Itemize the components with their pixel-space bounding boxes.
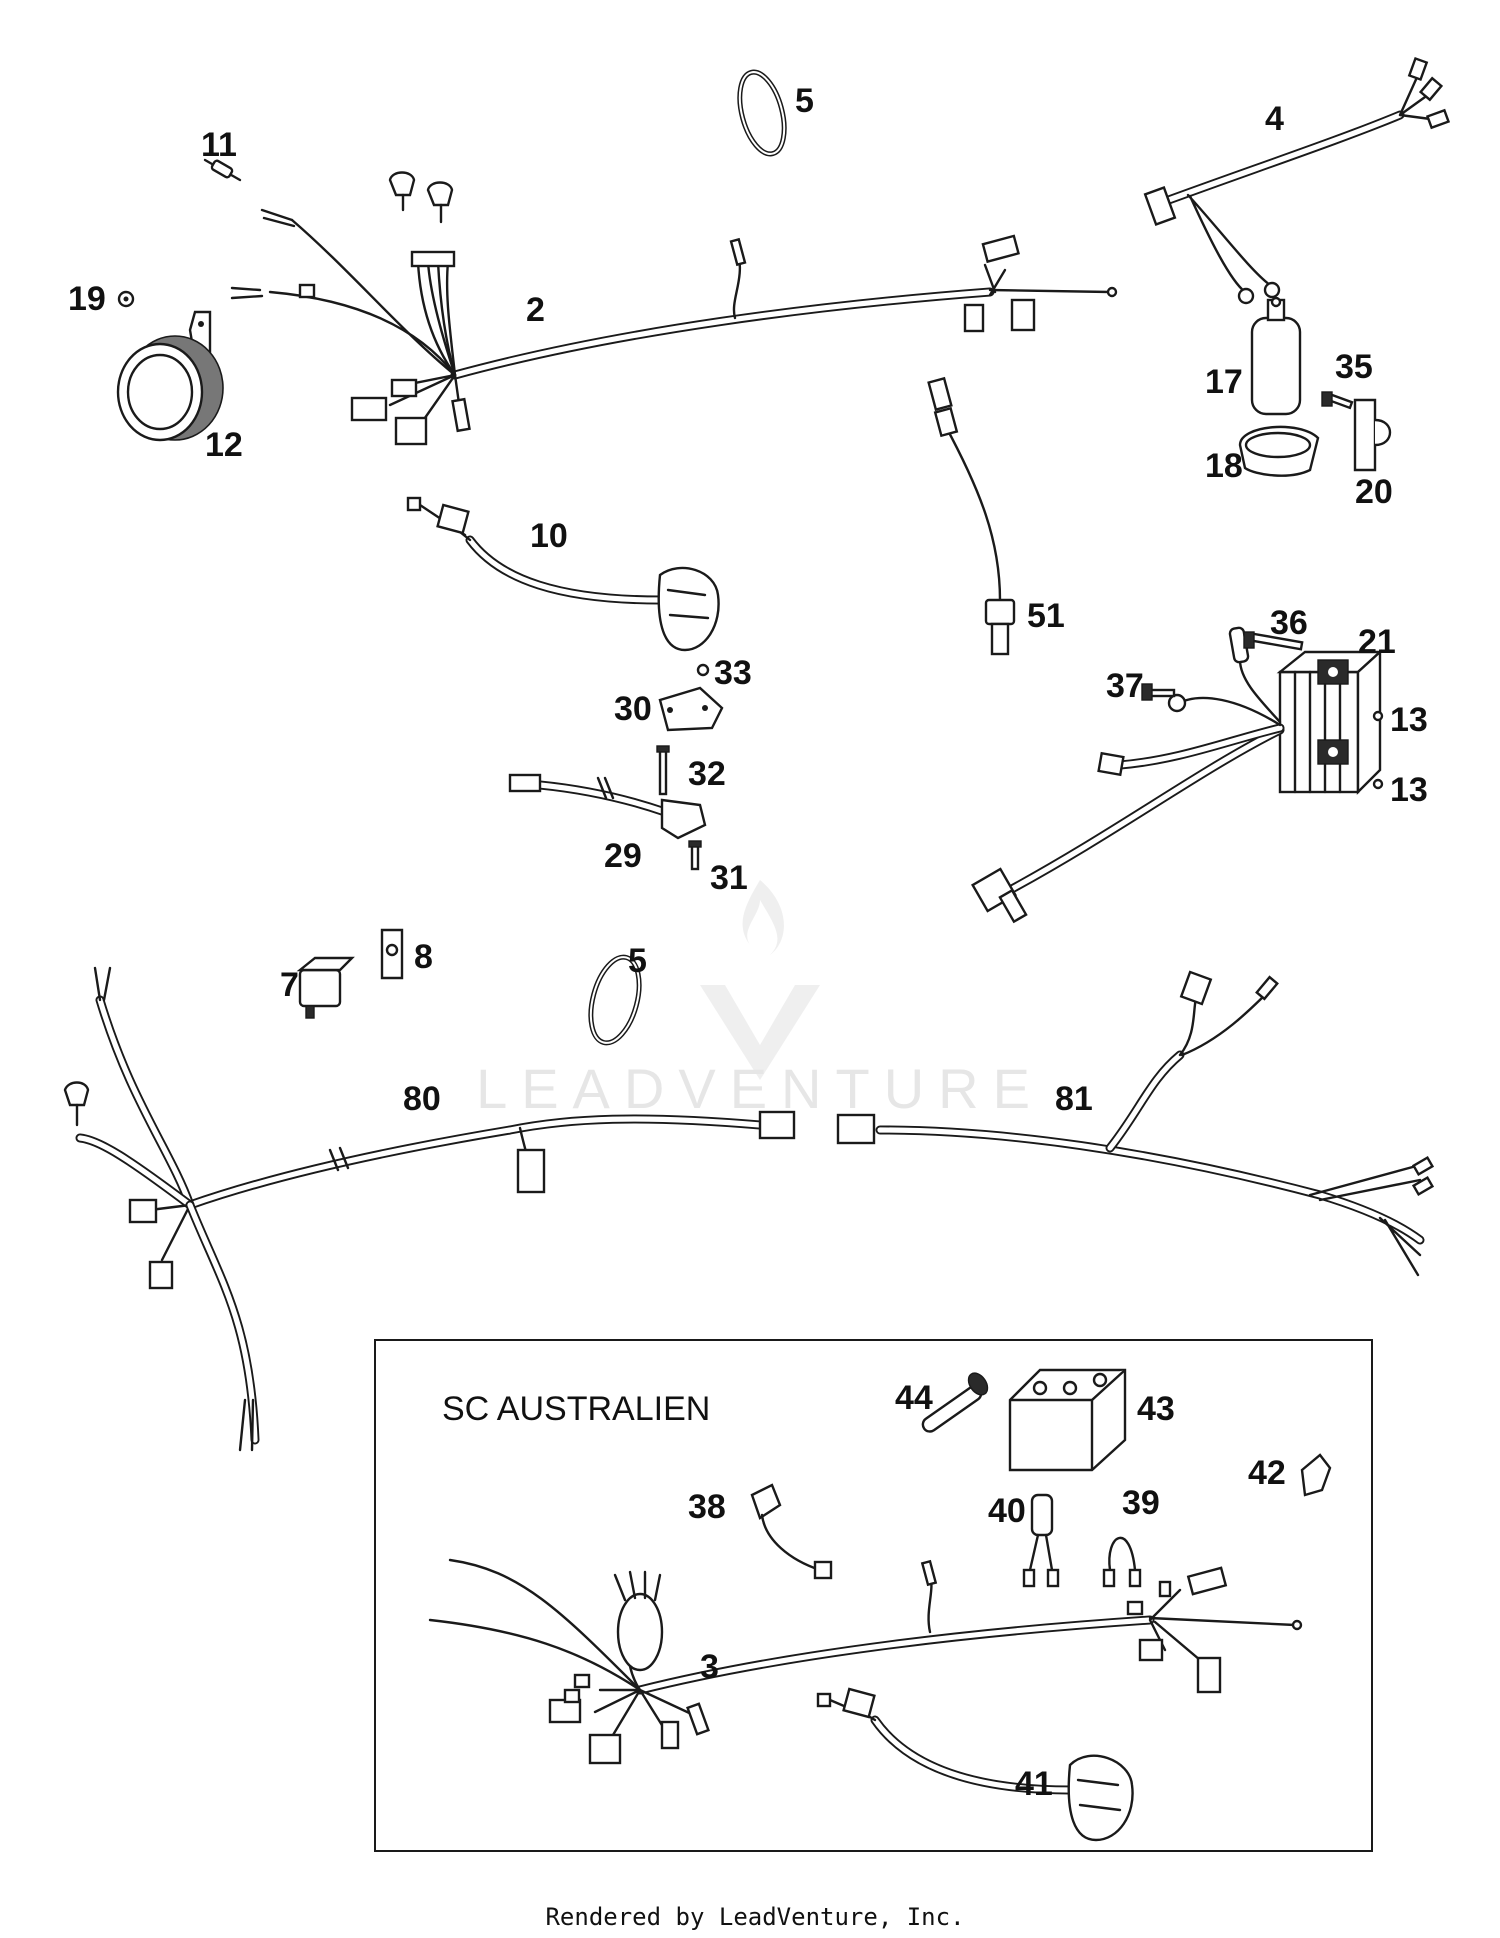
callout-32: 32 bbox=[688, 755, 726, 793]
screw-37 bbox=[1141, 683, 1176, 701]
handlebar-switch-10 bbox=[406, 496, 720, 652]
callout-18: 18 bbox=[1205, 447, 1243, 485]
callout-80: 80 bbox=[403, 1080, 441, 1118]
render-credit: Rendered by LeadVenture, Inc. bbox=[545, 1903, 964, 1931]
switch-bracket bbox=[658, 686, 724, 732]
screw-35 bbox=[1321, 391, 1354, 410]
handlebar-switch-41 bbox=[816, 1687, 1134, 1842]
relay-42 bbox=[1300, 1453, 1332, 1497]
callout-21: 21 bbox=[1358, 623, 1396, 661]
callout-41: 41 bbox=[1015, 1765, 1053, 1803]
watermark-text: LEADVENTURE bbox=[476, 1057, 1044, 1120]
cable-tie-middle bbox=[588, 954, 642, 1046]
callout-3: 3 bbox=[700, 1648, 719, 1686]
nut-13a bbox=[1372, 710, 1384, 722]
callout-38: 38 bbox=[688, 1488, 726, 1526]
washer bbox=[117, 290, 135, 308]
callout-19: 19 bbox=[68, 280, 106, 318]
callout-5-top: 5 bbox=[795, 82, 814, 120]
bracket-20 bbox=[1353, 398, 1392, 472]
callout-11: 11 bbox=[201, 126, 237, 164]
battery-43 bbox=[1008, 1368, 1127, 1472]
capacitor bbox=[1250, 296, 1302, 416]
callout-33: 33 bbox=[714, 654, 752, 692]
callout-20: 20 bbox=[1355, 473, 1393, 511]
sensor-lead-38 bbox=[750, 1483, 833, 1580]
horn bbox=[116, 310, 224, 442]
relay-7 bbox=[296, 956, 355, 1019]
rear-harness-80 bbox=[63, 966, 796, 1452]
callout-13-upper: 13 bbox=[1390, 701, 1428, 739]
australien-wiring-harness bbox=[428, 1558, 1303, 1765]
callout-17: 17 bbox=[1205, 363, 1243, 401]
bolt-36 bbox=[1243, 631, 1304, 651]
capacitor-40 bbox=[1022, 1493, 1060, 1588]
callout-31: 31 bbox=[710, 859, 748, 897]
cable-tie-top bbox=[737, 69, 787, 157]
short-screw bbox=[688, 840, 702, 871]
fuse-holder-44 bbox=[921, 1372, 989, 1433]
callout-36: 36 bbox=[1270, 604, 1308, 642]
main-wiring-harness bbox=[230, 208, 1118, 446]
callout-13-lower: 13 bbox=[1390, 771, 1428, 809]
callout-35: 35 bbox=[1335, 348, 1373, 386]
sub-harness-4 bbox=[1143, 56, 1451, 305]
callout-29: 29 bbox=[604, 837, 642, 875]
callout-40: 40 bbox=[988, 1492, 1026, 1530]
regulator-harness bbox=[971, 626, 1285, 924]
temperature-sensor bbox=[927, 376, 1016, 656]
callout-5-middle: 5 bbox=[628, 942, 647, 980]
callout-12: 12 bbox=[205, 426, 243, 464]
bracket-8 bbox=[380, 928, 404, 980]
callout-10: 10 bbox=[530, 517, 568, 555]
front-harness-81 bbox=[836, 970, 1435, 1277]
clutch-switch bbox=[508, 773, 707, 840]
small-bulb bbox=[203, 158, 242, 182]
callout-39: 39 bbox=[1122, 1484, 1160, 1522]
callout-42: 42 bbox=[1248, 1454, 1286, 1492]
nut bbox=[696, 663, 710, 677]
callout-44: 44 bbox=[895, 1379, 933, 1417]
callout-2: 2 bbox=[526, 291, 545, 329]
inset-title: SC AUSTRALIEN bbox=[442, 1390, 710, 1428]
jumper-39 bbox=[1102, 1536, 1142, 1588]
watermark-logo bbox=[700, 880, 820, 1080]
callout-51: 51 bbox=[1027, 597, 1065, 635]
long-screw bbox=[656, 745, 670, 796]
voltage-regulator bbox=[1276, 649, 1384, 795]
callout-8: 8 bbox=[414, 938, 433, 976]
callout-7: 7 bbox=[280, 966, 299, 1004]
callout-43: 43 bbox=[1137, 1390, 1175, 1428]
push-connector-pair bbox=[388, 171, 454, 224]
callout-81: 81 bbox=[1055, 1080, 1093, 1118]
sc-australien-inset-box bbox=[374, 1339, 1373, 1852]
callout-37: 37 bbox=[1106, 667, 1144, 705]
capacitor-clamp bbox=[1238, 425, 1320, 477]
callout-4: 4 bbox=[1265, 100, 1284, 138]
callout-30: 30 bbox=[614, 690, 652, 728]
nut-13b bbox=[1372, 778, 1384, 790]
